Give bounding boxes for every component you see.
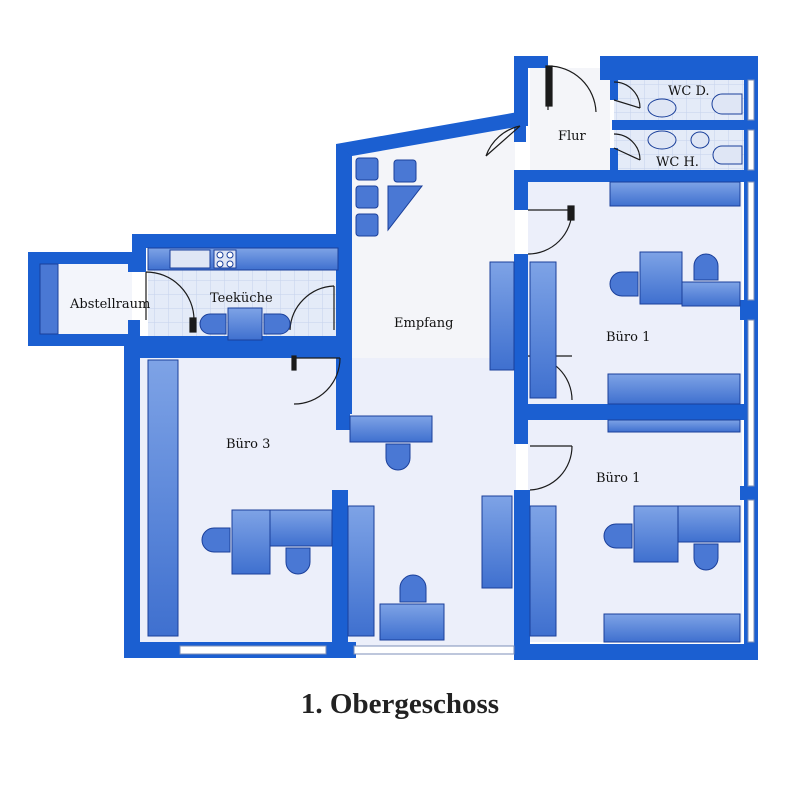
window-bottom-1 (179, 645, 327, 655)
label-wc-h: WC H. (656, 155, 699, 170)
door-wcd (613, 81, 641, 109)
wall-wc-left2 (610, 148, 618, 178)
buero3-desk-b (269, 509, 333, 547)
wall-buero1-left-top (514, 170, 528, 210)
wall-bottom-right (515, 644, 758, 660)
window-right-wc (747, 79, 755, 121)
empfang-desk (349, 415, 433, 443)
wall-abstell-left (28, 252, 40, 344)
wall-flur-top (514, 56, 548, 68)
wall-teekueche-left (132, 234, 146, 272)
empfang-table (387, 185, 424, 232)
wc-h-sink (647, 130, 677, 150)
wall-buero1-divider (528, 404, 608, 420)
windows (179, 79, 755, 655)
kitchen-table (227, 307, 263, 341)
window-right-3 (747, 499, 755, 643)
wall-buero1-divider2 (608, 404, 758, 420)
floor-caption: 1. Obergeschoss (300, 688, 500, 720)
wall-buero1b-left (514, 490, 530, 660)
kitchen-sink (169, 249, 211, 269)
empfang-chair-4 (393, 159, 417, 183)
wall-flur-bottom (514, 170, 758, 182)
buero3-desk-a (231, 509, 271, 575)
buero1-top-shelf (609, 181, 741, 207)
furniture (39, 93, 743, 643)
kitchen-chair-right (263, 313, 291, 335)
wall-empfang-top (336, 112, 522, 156)
wall-left (124, 344, 140, 658)
wc-d-sink (647, 98, 677, 118)
wall-teekueche-top (132, 234, 350, 248)
buero1-bottom-cabinet-left (529, 505, 557, 637)
buero1-top-chair-a (609, 271, 639, 297)
buero1-bottom-cabinet-top (607, 419, 741, 433)
door-wch (613, 133, 641, 161)
label-wc-d: WC D. (668, 84, 710, 99)
buero3-chair-a (201, 527, 231, 553)
wall-buero3-inner (332, 490, 348, 658)
wc-h-urinal (690, 131, 710, 149)
label-empfang: Empfang (394, 316, 453, 331)
window-bottom-2 (353, 645, 515, 655)
empfang-cabinet (489, 261, 515, 371)
door-buero3 (293, 357, 341, 405)
empfang-chair-2 (355, 185, 379, 209)
floor-flur (530, 68, 610, 178)
buero1-bottom-chair-a (603, 523, 633, 549)
buero1-top-desk-a (639, 251, 683, 305)
label-buero3: Büro 3 (226, 437, 270, 452)
doors (145, 65, 641, 491)
door-empfang-flur (485, 125, 521, 157)
window-right-1 (747, 181, 755, 301)
wall-buero3-top (140, 344, 350, 358)
window-right-2 (747, 319, 755, 487)
buero1-top-desk-b (681, 281, 741, 307)
wall-window-right1 (740, 300, 758, 320)
floor-buero3 (138, 358, 516, 648)
empfang-chair (385, 443, 411, 471)
buero3-cabinet-left (147, 359, 179, 637)
wall-empfang-left (336, 144, 352, 414)
wall-window-right2 (740, 486, 758, 500)
buero1-top-chair-b (693, 253, 719, 281)
wc-h-toilet (712, 145, 743, 165)
window-right-wc2 (747, 129, 755, 171)
wall-abstell-top (28, 252, 140, 264)
label-buero1-bottom: Büro 1 (596, 471, 640, 486)
door-abstell (145, 271, 195, 321)
buero1-top-cabinet-left (529, 261, 557, 399)
door-buero1-bottom (529, 445, 573, 491)
buero1-bottom-desk-b (677, 505, 741, 543)
label-teekueche: Teeküche (210, 291, 273, 306)
buero3-cabinet-inner (347, 505, 375, 637)
abstell-shelf (39, 263, 59, 335)
buero3-chair-b (285, 547, 311, 575)
wall-wc-mid (612, 120, 758, 130)
wall-empfang-bottom-left (336, 406, 350, 430)
buero1-bottom-desk-a (633, 505, 679, 563)
empfang-chair-1 (355, 157, 379, 181)
empfang-chair-3 (355, 213, 379, 237)
wall-buero1-left-mid (514, 254, 528, 444)
wall-flur-left (514, 56, 528, 126)
kitchen-chair-left (199, 313, 227, 335)
label-flur: Flur (558, 129, 587, 144)
label-buero1-top: Büro 1 (606, 330, 650, 345)
floor-plan: Abstellraum Teeküche Empfang Flur WC D. … (28, 56, 758, 660)
wall-flur-top2 (600, 56, 750, 80)
room-labels: Abstellraum Teeküche Empfang Flur WC D. … (69, 84, 710, 486)
buero3-cabinet-mid (481, 495, 513, 589)
buero3-desk-c (379, 603, 445, 641)
wall-abstell-bottom (28, 334, 140, 346)
wall-wc-left (610, 80, 618, 100)
buero1-bottom-chair-b (693, 543, 719, 571)
door-teekueche (289, 285, 335, 331)
buero1-bottom-cabinet-bottom (603, 613, 741, 643)
wc-d-toilet (711, 93, 743, 115)
buero3-chair-c (399, 574, 427, 603)
label-abstellraum: Abstellraum (69, 297, 150, 312)
buero1-top-cabinet-bottom (607, 373, 741, 405)
